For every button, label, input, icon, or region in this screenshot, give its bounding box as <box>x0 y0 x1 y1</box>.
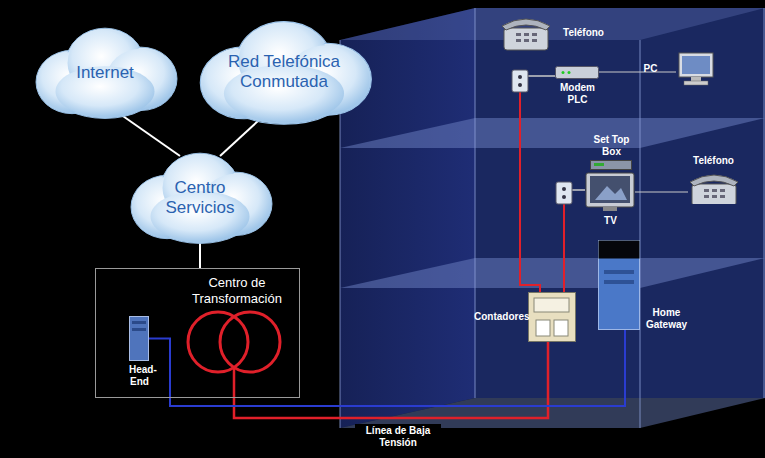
device-cable <box>599 72 676 73</box>
connector-line <box>220 120 259 156</box>
head-end-box: Head-End <box>129 316 149 361</box>
device-cable <box>572 189 585 191</box>
meter-icon: Contadores <box>528 292 576 342</box>
cloud-node: Centro Servicios <box>125 150 275 245</box>
phone-shape <box>500 14 552 52</box>
gateway-icon: Home Gateway <box>598 240 640 330</box>
node-label: Teléfono <box>557 27 610 39</box>
tv-shape <box>585 172 635 212</box>
floor-slab <box>340 118 765 148</box>
node-label: Centro de Transformación <box>181 275 293 306</box>
node-label: Home Gateway <box>645 307 688 330</box>
node-label: Modem PLC <box>555 82 600 105</box>
modem-shape <box>555 66 599 79</box>
pc-shape <box>676 52 716 86</box>
power-riser <box>520 92 540 292</box>
stb-shape <box>590 160 632 170</box>
line-label: Línea de Baja Tensión <box>355 424 441 450</box>
floor-slab <box>340 258 765 288</box>
telephone-icon: Teléfono <box>500 14 552 52</box>
cloud-node: Red Telefónica Conmutada <box>193 18 375 126</box>
device-cable <box>528 75 555 77</box>
power-wire <box>233 368 236 398</box>
connector-line <box>120 114 180 156</box>
station-frame: Centro de TransformaciónHead-End <box>95 268 300 398</box>
wall-outlet <box>512 70 528 92</box>
cloud-node: Internet <box>30 25 180 120</box>
phone-shape <box>688 170 738 204</box>
node-label: Head-End <box>129 364 150 387</box>
node-label: Teléfono <box>688 155 739 167</box>
node-label: PC <box>630 63 671 75</box>
building-wall <box>475 8 765 398</box>
set-top-box-icon: Set Top Box <box>590 160 632 170</box>
transformer-coil <box>220 312 280 372</box>
node-label: TV <box>585 215 636 227</box>
node-label: Set Top Box <box>590 134 633 157</box>
telephone-icon: Teléfono <box>688 170 738 204</box>
modem-icon: Modem PLC <box>555 66 599 79</box>
gateway-shape <box>598 240 640 330</box>
power-riser <box>563 204 565 292</box>
device-cable <box>635 192 688 193</box>
node-label: Contadores <box>474 311 523 323</box>
cloud-label: Internet <box>76 63 134 83</box>
wall-outlet <box>556 182 572 204</box>
tv-icon: TV <box>585 172 635 212</box>
meter-shape <box>528 292 576 342</box>
transformer-coil <box>188 312 248 372</box>
headend-shape <box>129 316 149 361</box>
floor-slab <box>340 8 765 40</box>
pc-icon: PC <box>676 52 716 86</box>
cloud-label: Centro Servicios <box>153 178 248 217</box>
cloud-label: Red Telefónica Conmutada <box>218 52 350 91</box>
